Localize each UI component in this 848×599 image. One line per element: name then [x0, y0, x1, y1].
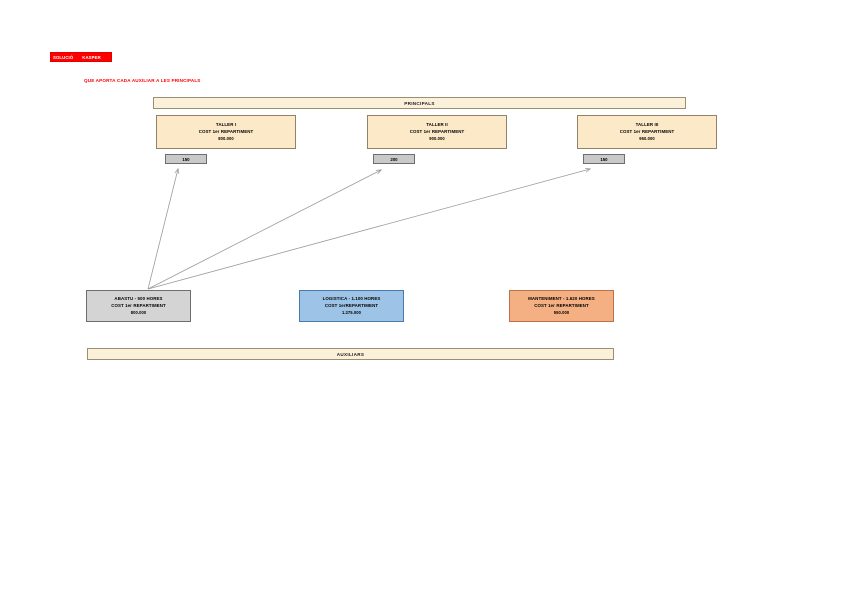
- principal-cost-label: COST 1er REPARTIMENT: [409, 128, 465, 134]
- principals-header-bar: PRINCIPALS: [153, 97, 686, 109]
- auxiliar-amount: 1.375.000: [341, 309, 362, 315]
- banner-left-label: SOLUCIÓ: [53, 54, 74, 60]
- auxiliar-box-manteniment: MANTENIMENT - 1.620 HORES COST 1er REPAR…: [509, 290, 614, 322]
- auxiliar-amount: 800.000: [130, 309, 147, 315]
- auxiliar-name: ABASTU - 500 HORES: [114, 296, 163, 301]
- auxiliar-name: LOGISTICA - 1.100 HORES: [322, 296, 381, 301]
- solution-banner: SOLUCIÓ KASPER: [50, 52, 112, 62]
- auxiliar-cost-label: COST 1erREPARTIMENT: [324, 302, 379, 308]
- diagram-subtitle: QUE APORTA CADA AUXILIAR A LES PRINCIPAL…: [84, 78, 201, 83]
- auxiliar-amount: 550.000: [553, 309, 570, 315]
- principal-box-taller-2: TALLER II COST 1er REPARTIMENT 900.000: [367, 115, 507, 149]
- rate-label-taller-1: 150: [165, 154, 207, 164]
- principal-amount: 800.000: [218, 135, 234, 141]
- principal-box-taller-3: TALLER III COST 1er REPARTIMENT 950.000: [577, 115, 717, 149]
- rate-label-taller-2: 200: [373, 154, 415, 164]
- principal-name: TALLER II: [426, 122, 448, 127]
- principal-cost-label: COST 1er REPARTIMENT: [619, 128, 675, 134]
- rate-label-taller-3: 150: [583, 154, 625, 164]
- principal-name: TALLER I: [215, 122, 237, 127]
- auxiliar-box-logistica: LOGISTICA - 1.100 HORES COST 1erREPARTIM…: [299, 290, 404, 322]
- principal-name: TALLER III: [635, 122, 659, 127]
- principal-box-taller-1: TALLER I COST 1er REPARTIMENT 800.000: [156, 115, 296, 149]
- arrow-abastu-to-taller-2: [147, 170, 381, 290]
- principal-amount: 900.000: [429, 135, 445, 141]
- banner-right-label: KASPER: [82, 54, 101, 60]
- auxiliar-cost-label: COST 1er REPARTIMENT: [111, 302, 166, 308]
- principal-cost-label: COST 1er REPARTIMENT: [198, 128, 254, 134]
- auxiliars-footer-bar: AUXILIARS: [87, 348, 614, 360]
- auxiliar-box-abastu: ABASTU - 500 HORES COST 1er REPARTIMENT …: [86, 290, 191, 322]
- arrow-abastu-to-taller-1: [147, 169, 178, 290]
- arrow-abastu-to-taller-3: [147, 169, 590, 290]
- auxiliar-name: MANTENIMENT - 1.620 HORES: [528, 296, 595, 301]
- auxiliar-cost-label: COST 1er REPARTIMENT: [534, 302, 589, 308]
- principal-amount: 950.000: [639, 135, 655, 141]
